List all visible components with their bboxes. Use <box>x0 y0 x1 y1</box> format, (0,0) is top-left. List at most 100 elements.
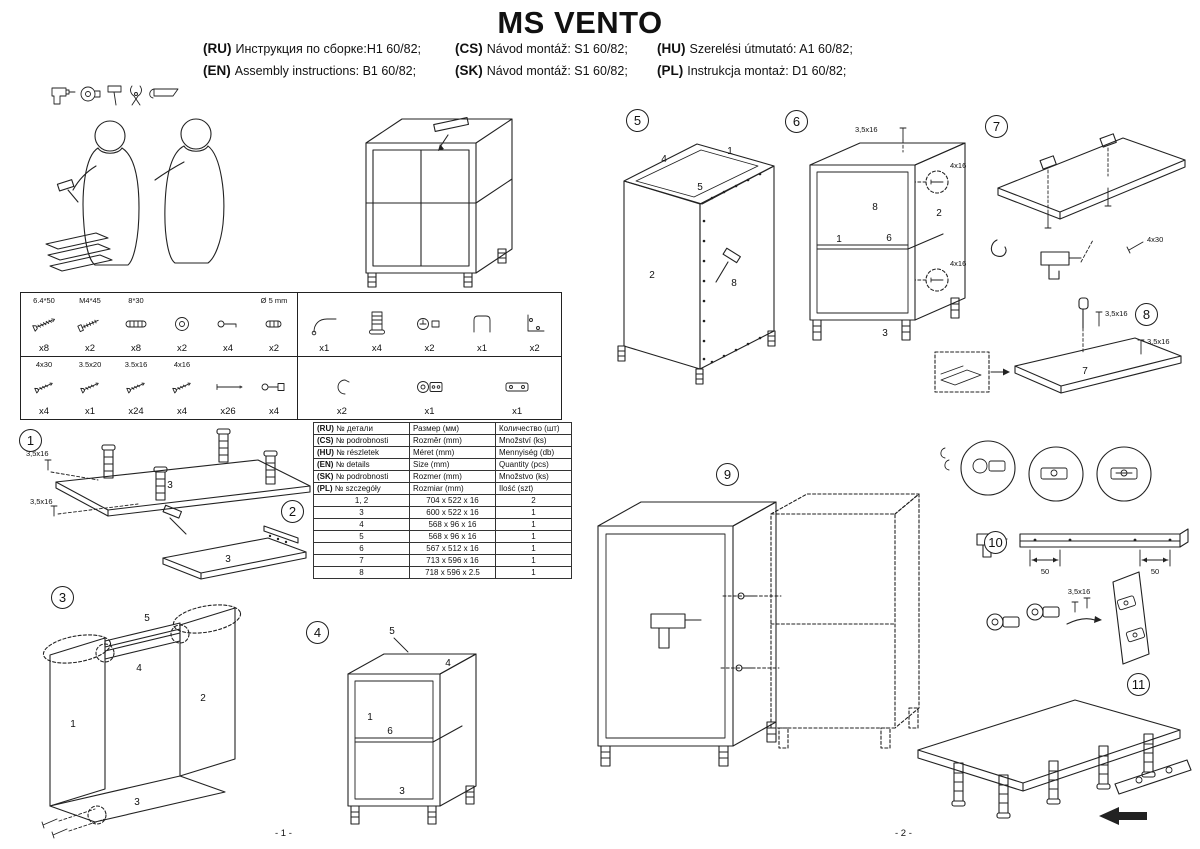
foot-icon <box>367 272 377 288</box>
part-label: 2 <box>649 270 655 281</box>
person-right <box>154 118 225 264</box>
part-label: 2 <box>200 693 206 704</box>
countersunk-screw-icon <box>32 315 57 332</box>
lang-hu: (HU)Szerelési útmutató: A1 60/82; <box>657 41 853 56</box>
part-label: 5 <box>144 613 150 624</box>
hinge-plate-icon <box>1116 595 1137 611</box>
bracket-icon <box>473 315 491 333</box>
foot-icon <box>718 745 729 767</box>
foot-icon <box>901 319 911 341</box>
part-label: 2 <box>936 208 942 219</box>
figure-step-6: 3,5x16 4x16 4x16 8 2 6 1 3 <box>795 120 985 345</box>
foot-icon <box>617 345 626 362</box>
hammer-icon <box>56 179 79 203</box>
part-label: 8 <box>872 202 878 213</box>
screw-callout <box>914 170 949 194</box>
hammer-icon <box>107 85 122 106</box>
hardware-item: x2 <box>159 293 205 356</box>
screw-icon <box>1044 199 1052 229</box>
hinge-detail-circle <box>1028 446 1084 502</box>
leg-icon <box>951 762 966 807</box>
foot-icon <box>812 319 822 341</box>
part-label: 1 <box>367 712 373 723</box>
screw-icon <box>172 380 192 394</box>
screw-icon <box>126 380 146 394</box>
foot-icon <box>880 727 891 749</box>
screw-icon <box>1095 311 1103 327</box>
figure-overview-cabinet <box>338 103 530 291</box>
drill-icon <box>650 613 702 649</box>
clip-icon <box>337 379 350 395</box>
screw-icon <box>41 808 96 829</box>
lang-sk: (SK)Návod montáž: S1 60/82; <box>455 63 628 78</box>
foot-icon <box>427 805 437 825</box>
page-title: MS VENTO <box>497 5 663 40</box>
step-7-badge: 7 <box>985 115 1008 138</box>
foot-icon <box>950 297 960 319</box>
part-label: 3 <box>167 480 173 491</box>
hammer-icon <box>162 504 187 535</box>
step-6-badge: 6 <box>785 110 808 133</box>
lang-en: (EN)Assembly instructions: B1 60/82; <box>203 63 417 78</box>
foot-icon <box>767 330 776 347</box>
screw-label: 3,5x16 <box>30 497 53 506</box>
hinge-icon <box>416 381 442 394</box>
step-11-badge: 11 <box>1127 673 1150 696</box>
screw-icon <box>1071 597 1091 613</box>
boards-stack <box>45 232 113 272</box>
drill-icon <box>1040 251 1082 280</box>
corner-brace-icon <box>527 314 545 332</box>
screw-label: 3,5x16 <box>1068 587 1091 596</box>
lang-pl: (PL)Instrukcja montaż: D1 60/82; <box>657 63 847 78</box>
hammer-icon <box>715 247 741 283</box>
screw-label: 3,5x16 <box>1147 337 1170 346</box>
page-number-2: - 2 - <box>895 828 912 839</box>
foot-icon <box>778 727 789 749</box>
lang-ru: (RU)Инструкция по сборке:H1 60/82; <box>203 41 422 56</box>
screw-icon <box>34 380 54 394</box>
screw-icon <box>51 818 106 839</box>
hook-icon <box>990 239 1007 257</box>
foot-icon <box>908 707 919 729</box>
hardware-item: x4 <box>351 293 404 356</box>
part-label: 7 <box>1082 366 1088 377</box>
foot-icon <box>600 745 611 767</box>
part-label: 3 <box>134 797 140 808</box>
foot-icon <box>350 805 360 825</box>
part-label: 4 <box>661 154 667 165</box>
figure-step-2: 3 <box>148 500 312 604</box>
hardware-item: x1 <box>456 293 509 356</box>
part-label: 3 <box>882 328 888 339</box>
figure-step-10: 50 50 3,5x16 <box>975 506 1195 678</box>
leg-icon <box>1141 733 1156 778</box>
part-label: 1 <box>836 234 842 245</box>
foot-icon <box>695 368 704 385</box>
step-8-badge: 8 <box>1135 303 1158 326</box>
screw-icon <box>1104 187 1112 207</box>
part-label: 3 <box>225 554 231 565</box>
hinge-icon <box>986 613 1020 631</box>
foot-icon <box>766 721 777 743</box>
hinge-detail-circle <box>960 440 1016 496</box>
step-5-badge: 5 <box>626 109 649 132</box>
step-9-badge: 9 <box>716 463 739 486</box>
foot-icon <box>465 785 475 805</box>
screw-icon <box>899 127 907 153</box>
part-label: 5 <box>389 626 395 637</box>
